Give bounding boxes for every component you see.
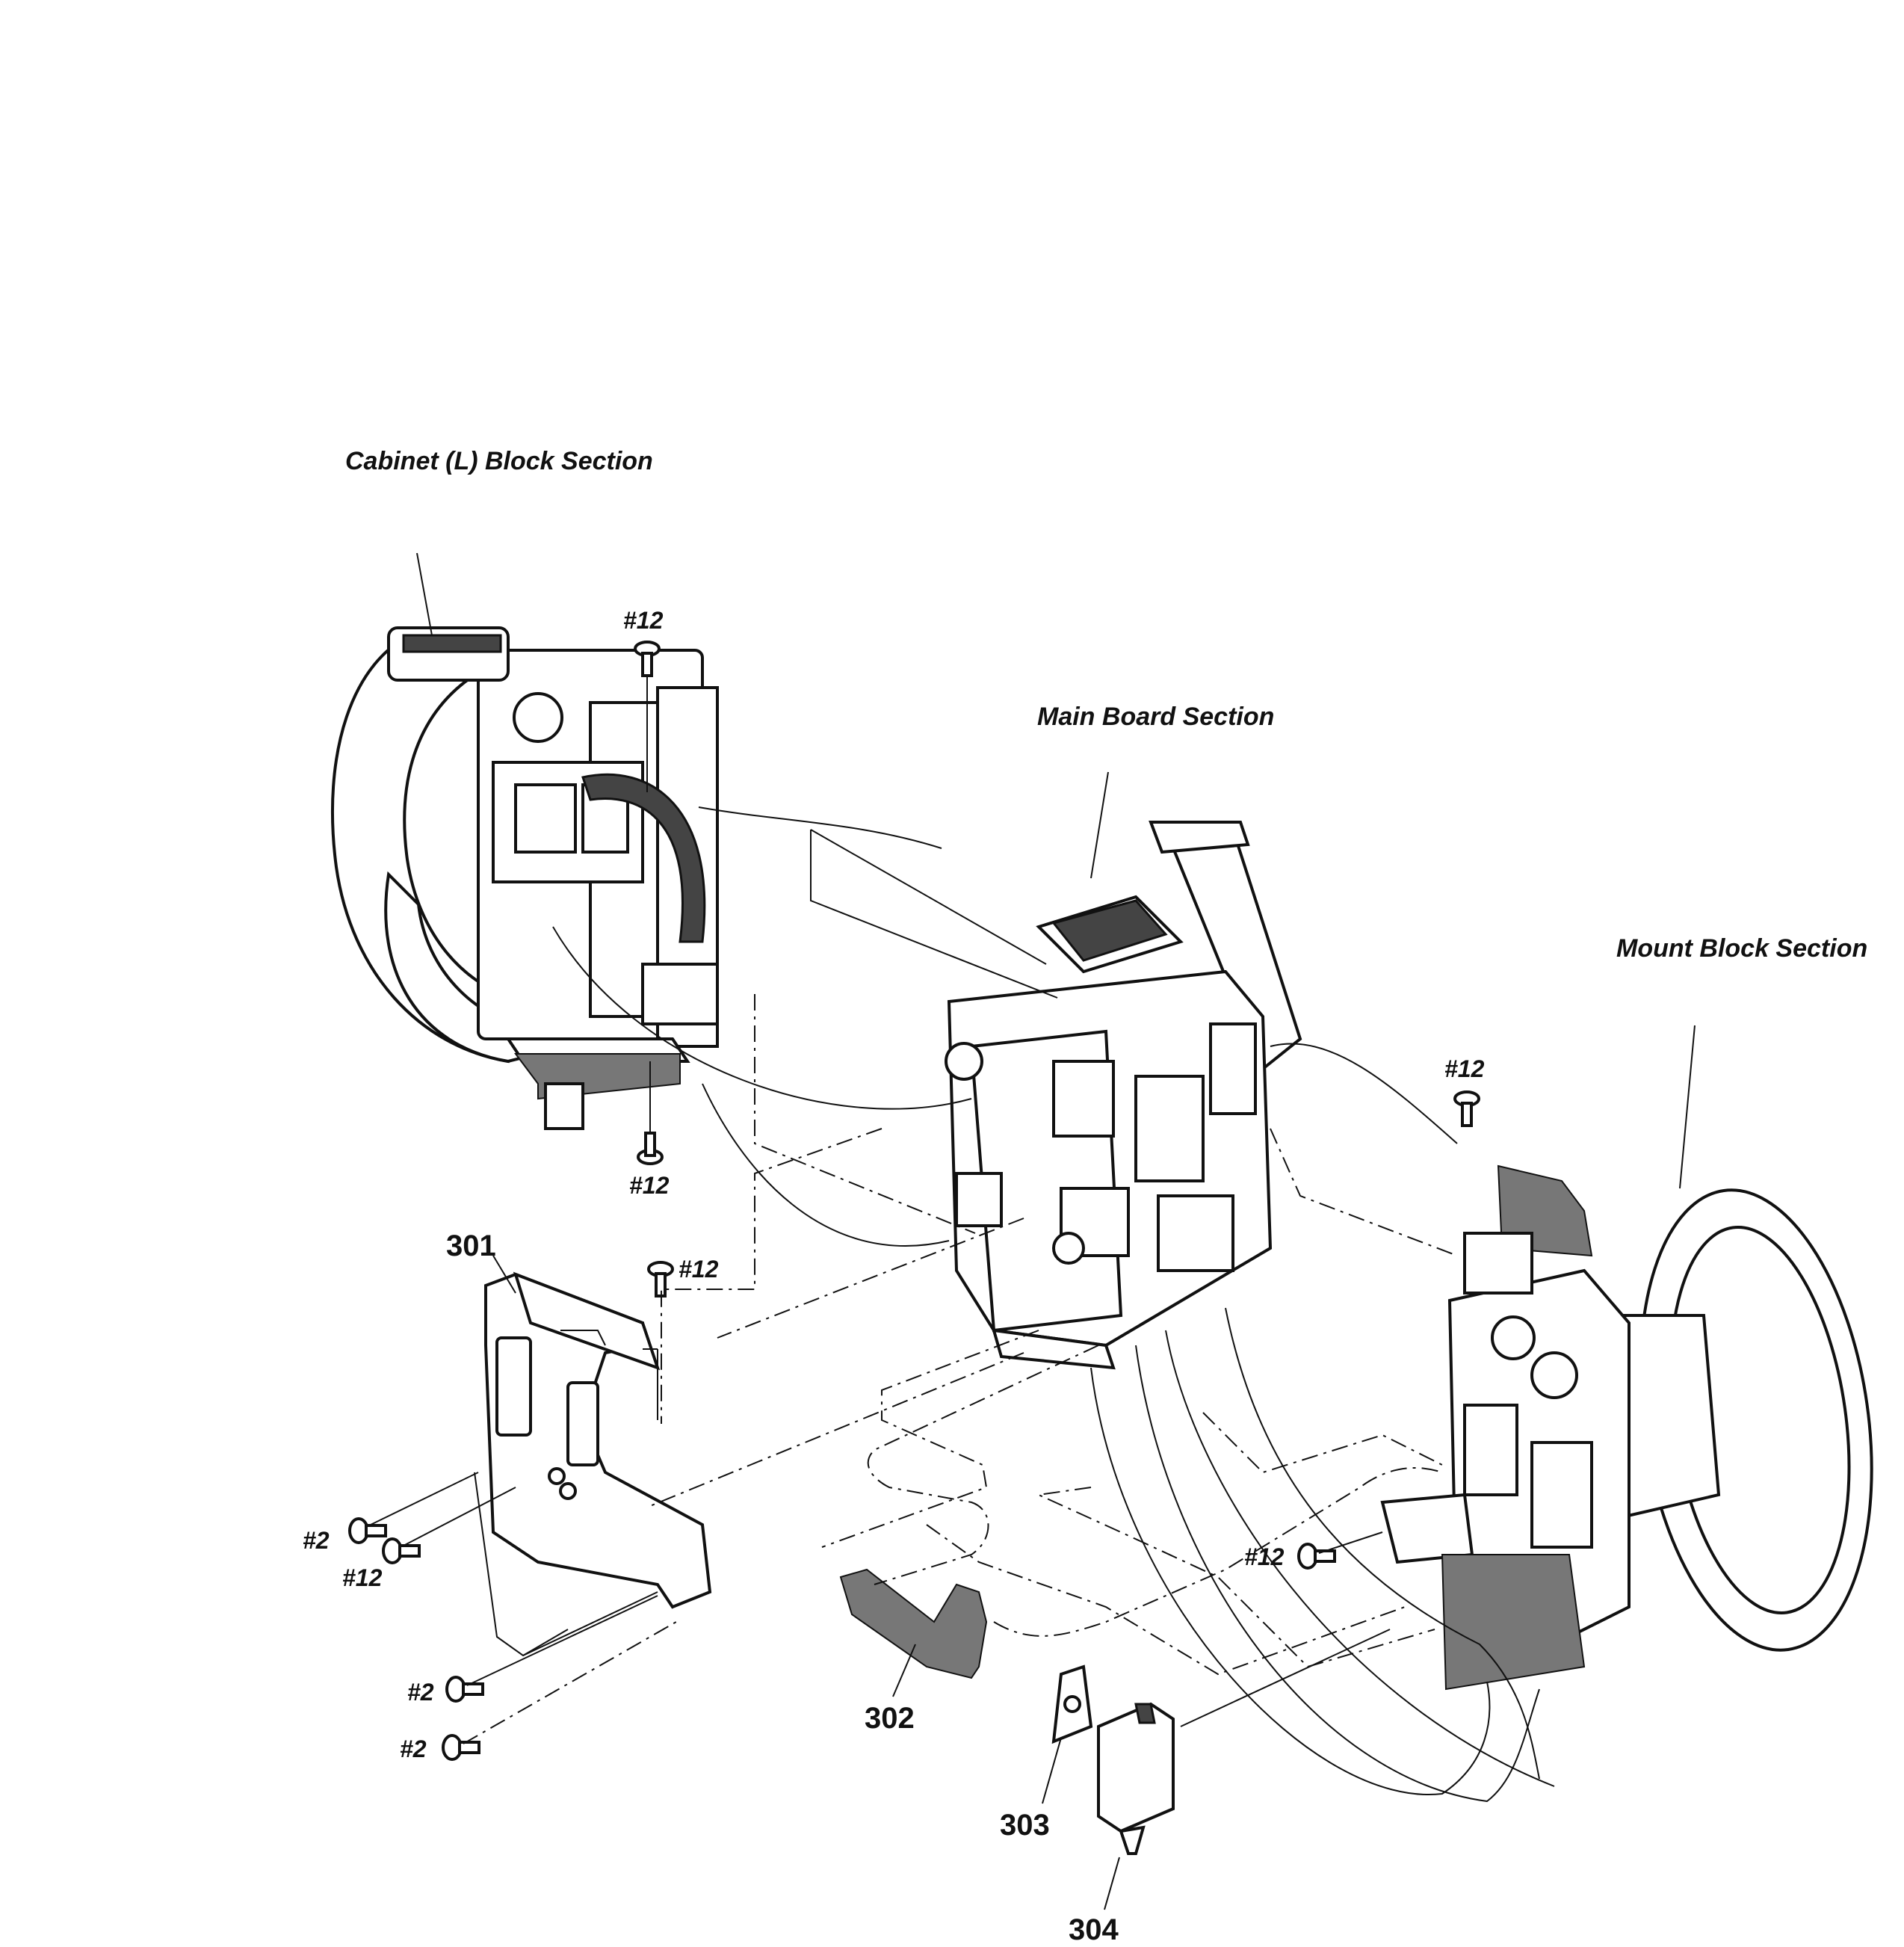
leader-lines — [416, 552, 1696, 1910]
screw-label-12-top: #12 — [623, 607, 664, 634]
screw-label-12-bracket: #12 — [679, 1256, 719, 1283]
part-303-bracket — [1051, 1664, 1093, 1744]
screw-label-2-upper: #2 — [303, 1527, 330, 1554]
screw-label-2-lower: #2 — [400, 1735, 427, 1762]
mount-block — [1380, 1164, 1873, 1691]
mount-block-section-label: Mount Block Section — [1616, 934, 1868, 963]
screw-label-12-right: #12 — [1244, 1543, 1285, 1570]
part-label-301: 301 — [446, 1229, 496, 1262]
main-board-section-label: Main Board Section — [1037, 703, 1275, 731]
part-label-302: 302 — [865, 1702, 915, 1735]
part-301-bracket — [484, 1271, 712, 1609]
main-board-block — [945, 821, 1302, 1370]
screw-label-12-left: #12 — [342, 1564, 383, 1591]
screw-label-12-cabinet-bottom: #12 — [629, 1172, 670, 1199]
screw-label-2-middle: #2 — [407, 1679, 434, 1706]
screw-label-12-mount: #12 — [1444, 1055, 1485, 1082]
screw-drawings — [348, 641, 1480, 1761]
part-302-flex — [839, 1568, 988, 1679]
cabinet-l-section-label: Cabinet (L) Block Section — [345, 447, 653, 475]
cabinet-l-block — [331, 626, 719, 1130]
part-label-304: 304 — [1069, 1913, 1119, 1946]
part-304-unit — [1097, 1702, 1175, 1855]
assembly-lines — [370, 806, 1555, 1803]
part-label-303: 303 — [1000, 1809, 1050, 1842]
